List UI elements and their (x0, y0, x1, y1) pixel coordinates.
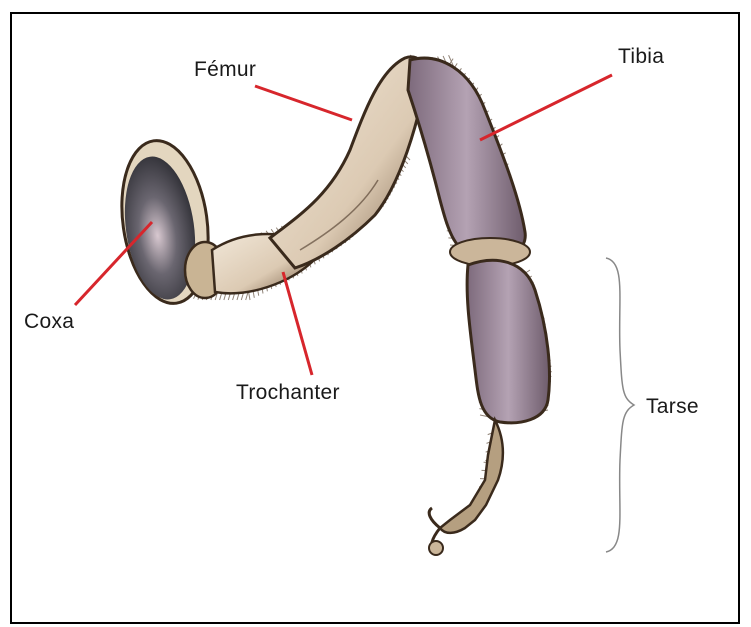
femur-leader (255, 86, 352, 120)
femur-segment (270, 57, 425, 268)
label-coxa: Coxa (24, 310, 74, 334)
label-tarse: Tarse (646, 395, 699, 419)
label-femur: Fémur (194, 58, 256, 82)
tarse-bracket (606, 258, 634, 552)
coxa-segment (112, 135, 225, 309)
tibia-segment (408, 58, 530, 266)
label-trochanter: Trochanter (236, 381, 340, 405)
tibia-leader (480, 75, 612, 140)
tarse-segment (429, 260, 549, 555)
trochanter-leader (283, 272, 312, 375)
label-tibia: Tibia (618, 45, 664, 69)
